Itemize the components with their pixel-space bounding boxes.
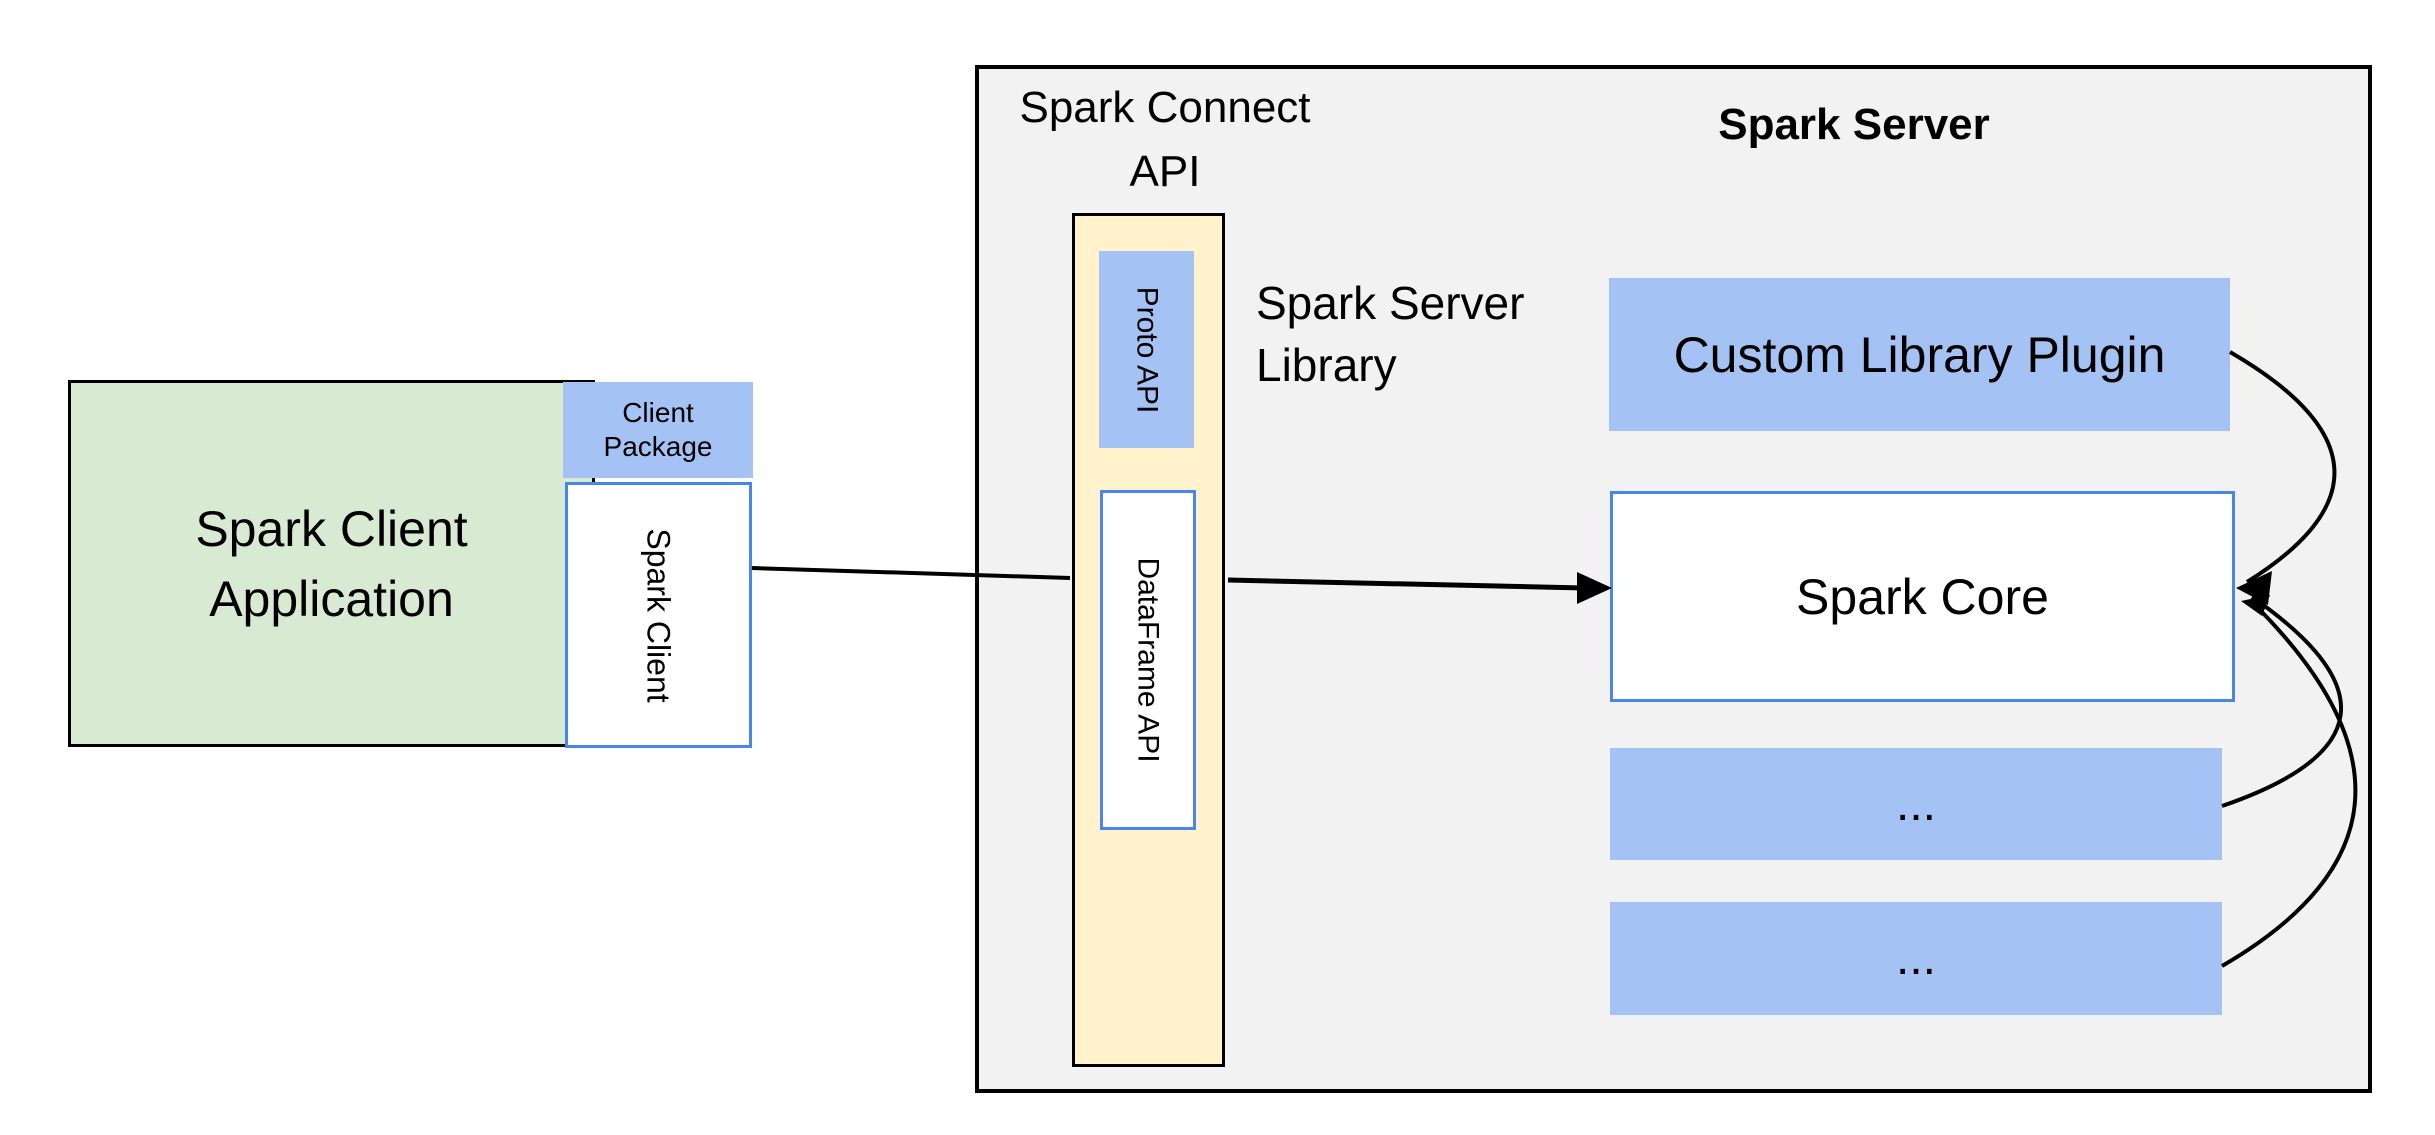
spark-core-box: Spark Core: [1610, 491, 2235, 702]
more-plugins-box-2: ...: [1610, 902, 2222, 1015]
more-plugins-box-1: ...: [1610, 748, 2222, 860]
spark-client-label: Spark Client: [640, 527, 677, 703]
spark-client-box: Spark Client: [565, 482, 752, 748]
spark-server-library-label: Spark Server Library: [1256, 277, 1525, 392]
spark-client-application-box: Spark Client Application: [68, 380, 595, 747]
spark-server-title: Spark Server: [1718, 100, 1990, 149]
dataframe-api-box: DataFrame API: [1100, 490, 1196, 830]
spark-connect-api-title: Spark Connect API: [1019, 83, 1311, 196]
custom-library-plugin-box: Custom Library Plugin: [1609, 278, 2230, 431]
spark-client-application-label: Spark Client Application: [195, 500, 468, 627]
proto-api-box: Proto API: [1099, 251, 1194, 448]
dataframe-api-label: DataFrame API: [1132, 557, 1166, 763]
proto-api-label: Proto API: [1130, 286, 1164, 413]
client-package-box: Client Package: [563, 382, 753, 478]
